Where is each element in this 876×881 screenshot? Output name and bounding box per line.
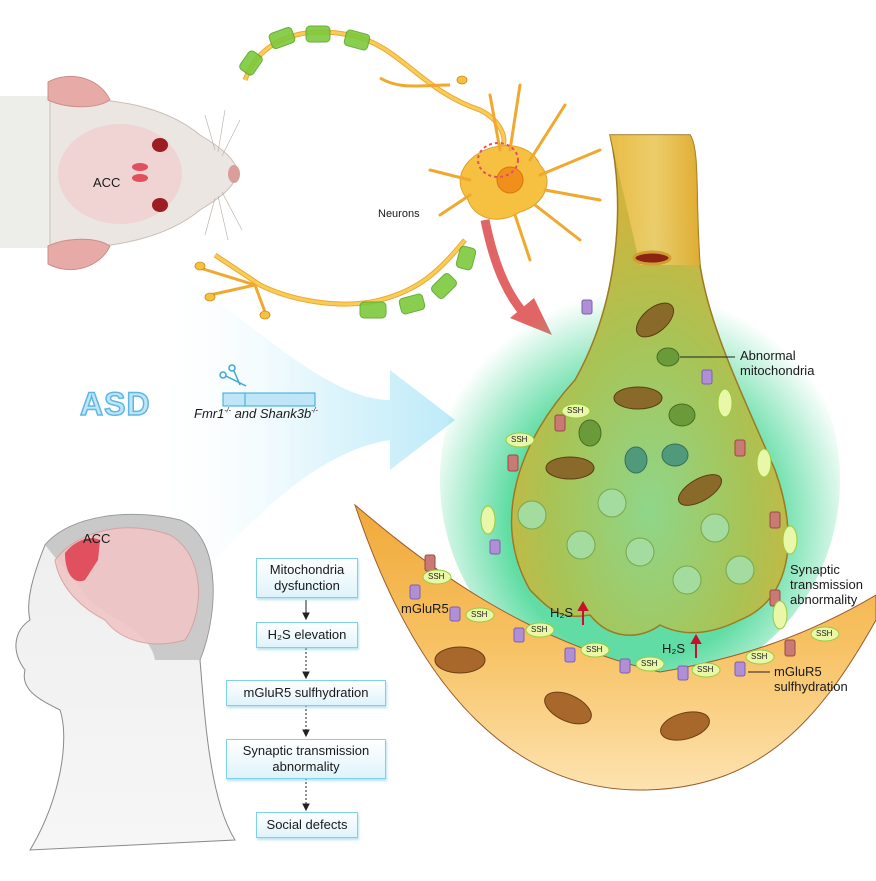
receptors [409, 299, 840, 681]
h2s-up-arrows [577, 600, 702, 658]
flow-step-social-defects: Social defects [256, 812, 358, 838]
ssh-tag-label: SSH [567, 406, 584, 415]
mouse-illustration [0, 75, 243, 271]
gene-connector: and [230, 406, 260, 421]
flow-step-synaptic-abnormality: Synaptic transmission abnormality [226, 739, 386, 779]
mglur5-sulfhydration-label: mGluR5 sulfhydration [774, 664, 848, 694]
fan-arrow [150, 250, 455, 640]
ssh-tag-label: SSH [816, 629, 833, 638]
flow-step-mglur5-sulfhydration: mGluR5 sulfhydration [226, 680, 386, 706]
abnormal-mitochondrion [656, 347, 680, 367]
gene1-name: Fmr1 [194, 406, 225, 421]
gene-bar-icon [222, 392, 316, 407]
synaptic-transmission-label: Synaptic transmission abnormality [790, 562, 863, 607]
ssh-tag-label: SSH [751, 652, 768, 661]
ssh-tag-label: SSH [511, 435, 528, 444]
asd-title: ASD [79, 385, 151, 423]
h2s-label-2: H₂S [662, 641, 686, 656]
flowchart-connectors [302, 600, 310, 812]
scissors-icon [219, 364, 247, 387]
synaptic-vesicles [517, 488, 755, 595]
human-acc-label: ACC [83, 531, 111, 546]
ssh-tag-label: SSH [586, 645, 603, 654]
gene1-genotype: -/- [224, 407, 231, 415]
neuron-illustration [194, 25, 602, 335]
ssh-tag-label: SSH [471, 610, 488, 619]
flow-step-h2s-elevation: H₂S elevation [256, 622, 358, 648]
gene-label: Fmr1-/- and Shank3b-/- [194, 406, 318, 421]
h2s-label-1: H₂S [550, 605, 574, 620]
human-illustration [15, 513, 236, 851]
abnormal-mitochondria-label: Abnormal mitochondria [740, 348, 815, 378]
mitochondria-group [545, 302, 722, 506]
mglur5-label: mGluR5 [401, 601, 449, 616]
ssh-tag-label: SSH [641, 659, 658, 668]
presynaptic-terminal [440, 134, 840, 690]
mouse-acc-label: ACC [93, 175, 121, 190]
neurons-label: Neurons [378, 208, 420, 220]
ssh-tag-label: SSH [428, 572, 445, 581]
gene2-genotype: -/- [311, 407, 318, 415]
ssh-tag-label: SSH [697, 665, 714, 674]
gene2-name: Shank3b [259, 406, 312, 421]
flow-step-mitochondria-dysfunction: Mitochondria dysfunction [256, 558, 358, 598]
ssh-tag-label: SSH [531, 625, 548, 634]
